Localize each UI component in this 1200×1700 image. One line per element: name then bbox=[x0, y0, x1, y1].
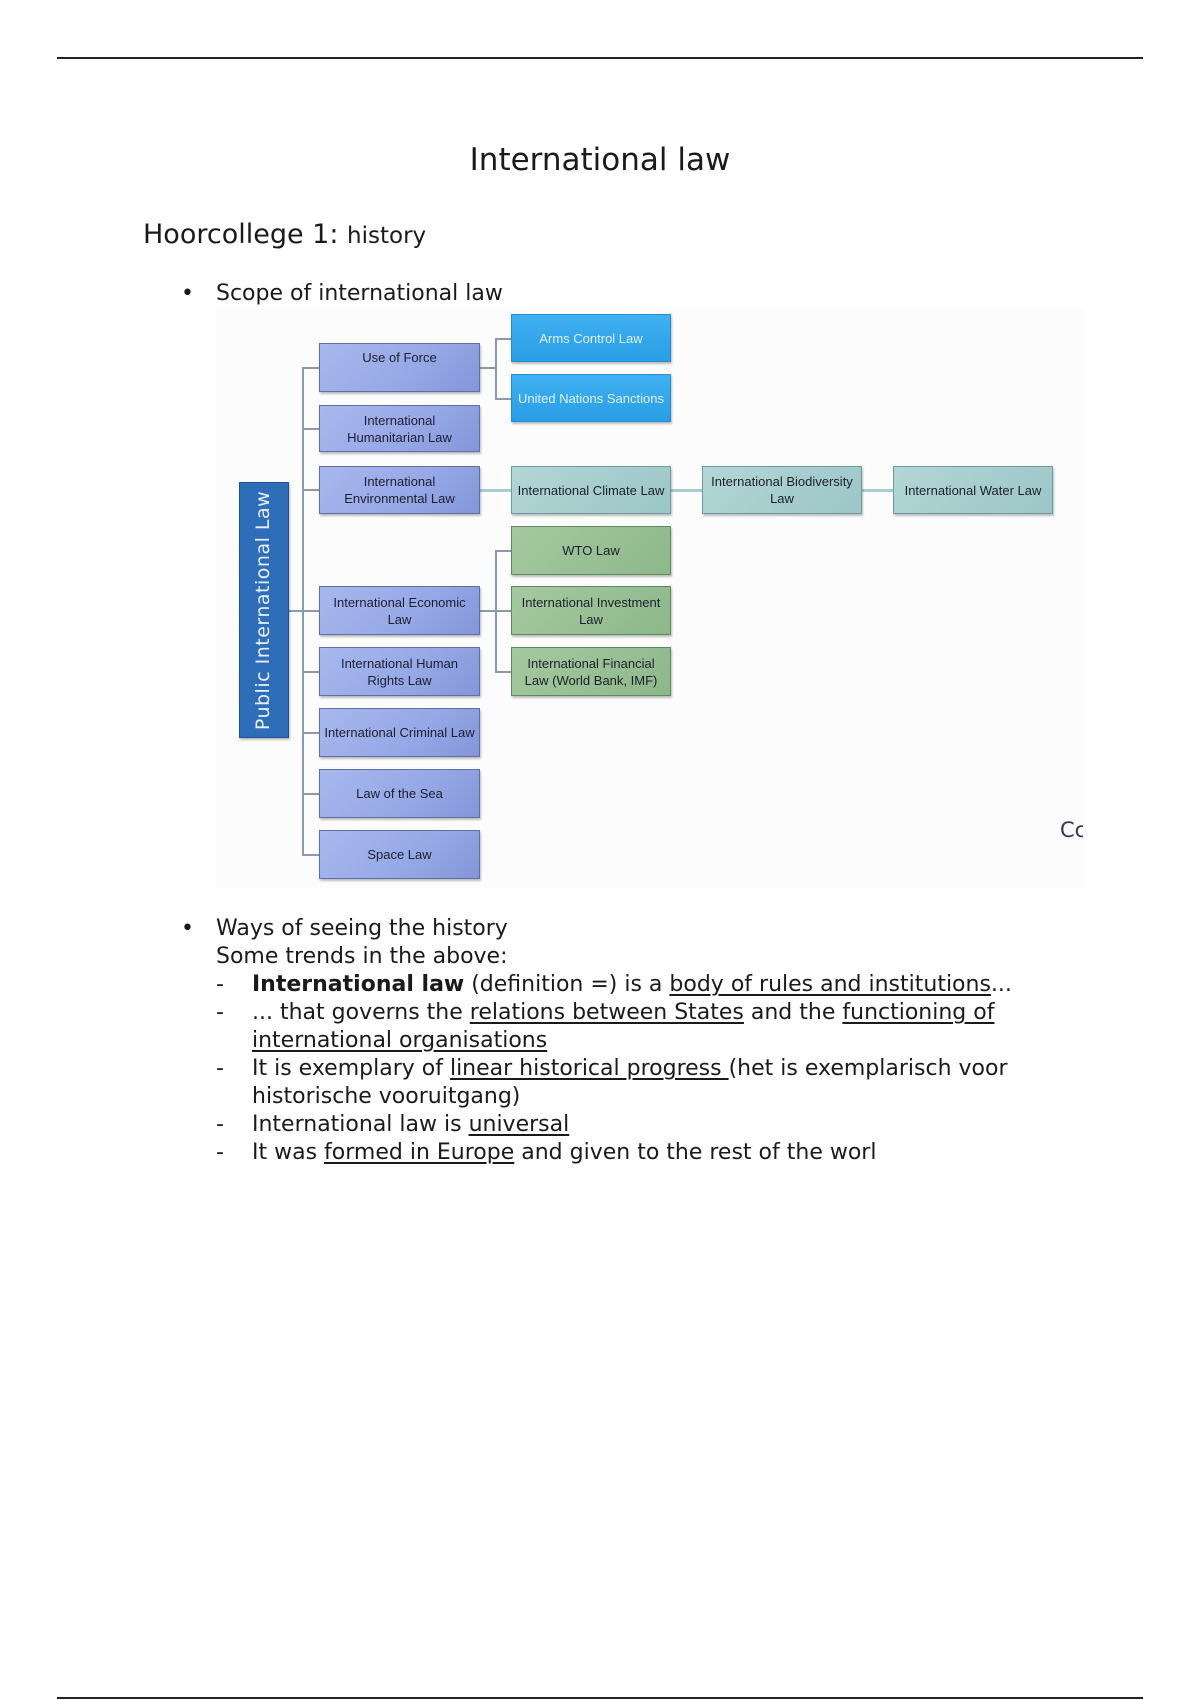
dash-marker: - bbox=[216, 1000, 224, 1025]
node-label: United Nations Sanctions bbox=[518, 390, 664, 406]
connector-env-climate bbox=[480, 489, 511, 492]
connector-force-spine bbox=[495, 338, 497, 399]
trend-item: - ... that governs the relations between… bbox=[216, 999, 1076, 1055]
trend-text-segment: International law bbox=[252, 972, 465, 997]
node-use-of-force: Use of Force bbox=[319, 343, 480, 392]
node-label: International Investment Law bbox=[521, 594, 661, 627]
trends-list: - International law (definition =) is a … bbox=[216, 971, 1076, 1167]
node-label: International Humanitarian Law bbox=[347, 412, 452, 445]
connector-criminal bbox=[302, 732, 319, 734]
node-wto-law: WTO Law bbox=[511, 526, 671, 575]
connector-wto bbox=[495, 550, 511, 552]
node-label: Law of the Sea bbox=[356, 786, 443, 801]
node-space-law: Space Law bbox=[319, 830, 480, 879]
node-water-law: International Water Law bbox=[893, 466, 1053, 514]
node-label: Space Law bbox=[367, 847, 432, 862]
node-label: International Biodiversity Law bbox=[711, 474, 853, 506]
node-label: International Water Law bbox=[904, 482, 1042, 498]
trend-item: - It was formed in Europe and given to t… bbox=[216, 1139, 1076, 1167]
footer-rule bbox=[57, 1697, 1143, 1699]
trend-text-segment: relations between States bbox=[469, 1000, 744, 1025]
trend-item: - International law is universal bbox=[216, 1111, 1076, 1139]
node-label: International Climate Law bbox=[517, 482, 665, 498]
connector-investment bbox=[495, 610, 511, 612]
connector-human-rights bbox=[302, 671, 319, 673]
connector-econ-out bbox=[480, 610, 495, 612]
bullet-marker: • bbox=[181, 916, 194, 941]
document-title: International law bbox=[469, 142, 731, 178]
trend-item: - It is exemplary of linear historical p… bbox=[216, 1055, 1076, 1111]
trend-text-segment: It was bbox=[252, 1140, 325, 1165]
header-rule bbox=[57, 57, 1143, 59]
dash-marker: - bbox=[216, 972, 224, 997]
trend-text-segment: universal bbox=[468, 1112, 570, 1137]
node-environmental-law: International Environmental Law bbox=[319, 466, 480, 514]
lecture-subject: history bbox=[347, 223, 427, 249]
node-biodiversity-law: International Biodiversity Law bbox=[702, 466, 862, 514]
connector-force-out bbox=[480, 367, 495, 369]
connector-force bbox=[302, 367, 319, 369]
trends-intro: Some trends in the above: bbox=[216, 944, 508, 969]
connector-un bbox=[495, 398, 511, 400]
connector-humanitarian bbox=[302, 428, 319, 430]
bullet-marker: • bbox=[181, 281, 194, 306]
bullet-text: Ways of seeing the history bbox=[216, 916, 508, 941]
trend-text: It was formed in Europe and given to the… bbox=[252, 1140, 876, 1165]
node-label: International Economic Law bbox=[333, 594, 466, 627]
trend-text-segment: ... that governs the bbox=[252, 1000, 470, 1025]
dash-marker: - bbox=[216, 1112, 224, 1137]
scope-diagram: Public International Law Use of Force In… bbox=[215, 308, 1085, 888]
trend-text-segment: (definition =) is a bbox=[464, 972, 670, 997]
trend-text-segment: International law is bbox=[252, 1112, 469, 1137]
bullet-text: Scope of international law bbox=[216, 281, 503, 306]
node-law-of-the-sea: Law of the Sea bbox=[319, 769, 480, 818]
connector-climate-biodiversity bbox=[671, 489, 702, 492]
trend-item: - International law (definition =) is a … bbox=[216, 971, 1076, 999]
trend-text-segment: (het is exemplarisch voor historische vo… bbox=[252, 1056, 1008, 1109]
dash-marker: - bbox=[216, 1056, 224, 1081]
trend-text-segment: ... bbox=[990, 972, 1012, 997]
connector-root bbox=[288, 610, 303, 612]
node-label: WTO Law bbox=[562, 543, 620, 558]
trend-text-segment: linear historical progress bbox=[449, 1056, 729, 1081]
node-financial-law: International Financial Law (World Bank,… bbox=[511, 647, 671, 696]
dash-marker: - bbox=[216, 1140, 224, 1165]
connector-arms bbox=[495, 338, 511, 340]
trend-text-segment: and given to the rest of the worl bbox=[514, 1140, 877, 1165]
trend-text: It is exemplary of linear historical pro… bbox=[252, 1056, 1008, 1109]
node-humanitarian-law: International Humanitarian Law bbox=[319, 405, 480, 452]
connector-sea bbox=[302, 793, 319, 795]
node-label: International Environmental Law bbox=[344, 474, 455, 506]
trend-text-segment: and the bbox=[743, 1000, 843, 1025]
node-investment-law: International Investment Law bbox=[511, 586, 671, 635]
trend-text-segment: It is exemplary of bbox=[252, 1056, 450, 1081]
node-public-international-law: Public International Law bbox=[239, 482, 289, 738]
trend-text-segment: formed in Europe bbox=[324, 1140, 515, 1165]
connector-economic bbox=[302, 610, 319, 612]
node-climate-law: International Climate Law bbox=[511, 466, 671, 514]
node-human-rights-law: International Human Rights Law bbox=[319, 647, 480, 696]
trend-text-segment: functioning of international organisatio… bbox=[252, 1000, 995, 1053]
node-criminal-law: International Criminal Law bbox=[319, 708, 480, 757]
trend-text: International law is universal bbox=[252, 1112, 569, 1137]
node-label: International Human Rights Law bbox=[340, 655, 459, 688]
node-arms-control-law: Arms Control Law bbox=[511, 314, 671, 362]
trend-text: International law (definition =) is a bo… bbox=[252, 972, 1012, 997]
connector-space bbox=[302, 854, 319, 856]
node-label: International Financial Law (World Bank,… bbox=[524, 655, 658, 688]
connector-environmental bbox=[302, 489, 319, 491]
node-label: Public International Law bbox=[252, 490, 275, 730]
lecture-heading: Hoorcollege 1: history bbox=[143, 218, 426, 253]
cropped-slide-text: Cc bbox=[1060, 818, 1083, 842]
lecture-number: Hoorcollege 1: bbox=[143, 219, 339, 250]
node-un-sanctions: United Nations Sanctions bbox=[511, 374, 671, 422]
node-economic-law: International Economic Law bbox=[319, 586, 480, 635]
node-label: International Criminal Law bbox=[324, 725, 475, 740]
trend-text: ... that governs the relations between S… bbox=[252, 1000, 994, 1053]
connector-financial bbox=[495, 671, 511, 673]
connector-biodiversity-water bbox=[862, 489, 893, 492]
node-label: Arms Control Law bbox=[539, 330, 643, 346]
node-label: Use of Force bbox=[362, 350, 437, 365]
trend-text-segment: body of rules and institutions bbox=[669, 972, 991, 997]
